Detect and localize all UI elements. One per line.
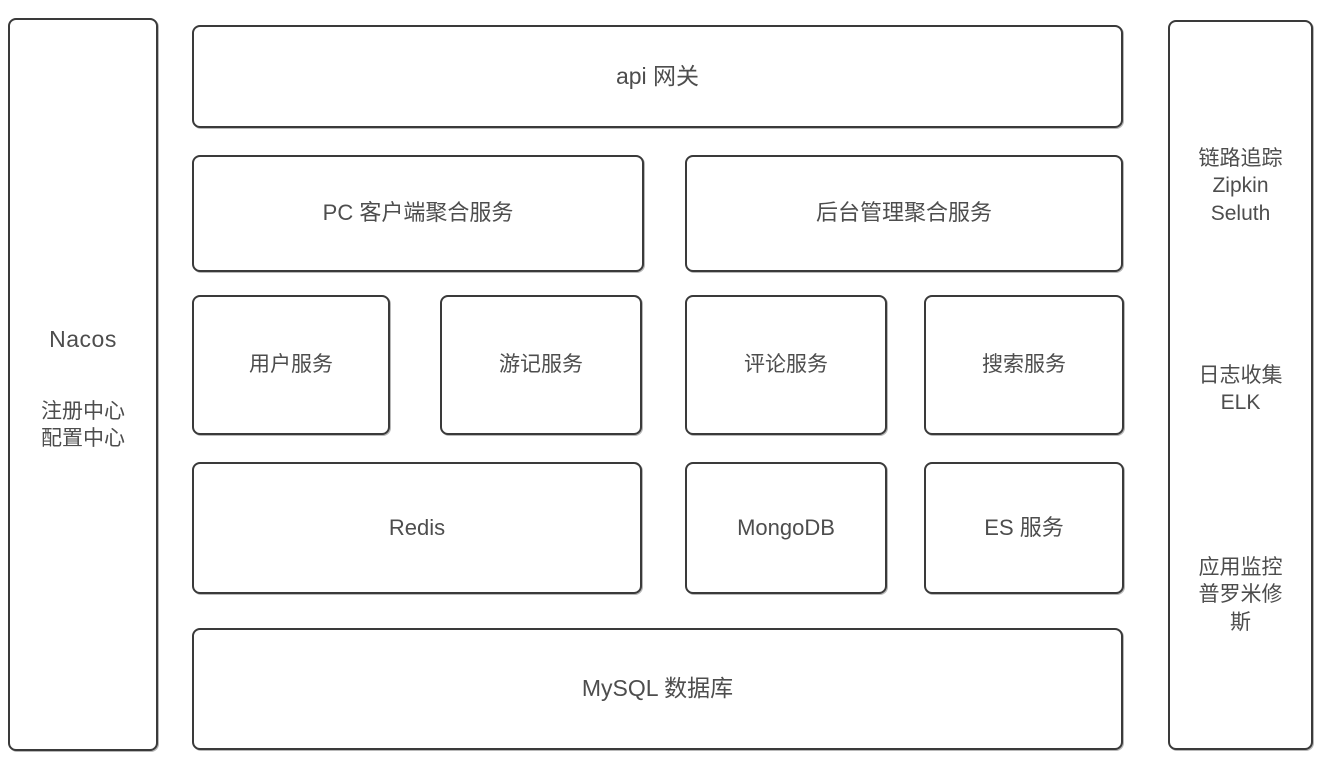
api-gateway-label: api 网关: [615, 62, 700, 89]
nacos-registry-label: 注册中心: [41, 400, 125, 423]
pc-client-aggregation-node[interactable]: PC 客户端聚合服务: [192, 155, 644, 272]
nacos-config-label: 配置中心: [41, 427, 125, 451]
logging-tool-elk: ELK: [1220, 391, 1261, 415]
tracing-title: 链路追踪: [1198, 147, 1283, 170]
monitoring-tool-prometheus-2: 斯: [1230, 610, 1251, 634]
redis-node[interactable]: Redis: [192, 462, 642, 594]
es-service-label: ES 服务: [984, 514, 1064, 540]
admin-aggregation-node[interactable]: 后台管理聚合服务: [685, 155, 1123, 272]
mongodb-label: MongoDB: [737, 514, 835, 540]
user-service-node[interactable]: 用户服务: [192, 295, 390, 435]
tracing-tool-zipkin: Zipkin: [1212, 174, 1269, 198]
logging-block: 日志收集 ELK: [1170, 362, 1311, 417]
mysql-database-node[interactable]: MySQL 数据库: [192, 628, 1123, 750]
nacos-subtitle-block: 注册中心 配置中心: [10, 398, 156, 453]
mysql-database-label: MySQL 数据库: [581, 675, 734, 702]
comment-service-label: 评论服务: [744, 352, 828, 376]
user-service-label: 用户服务: [249, 352, 333, 376]
tracing-tool-seluth: Seluth: [1210, 201, 1271, 225]
redis-label: Redis: [388, 514, 446, 540]
nacos-panel[interactable]: Nacos 注册中心 配置中心: [8, 18, 158, 751]
search-service-node[interactable]: 搜索服务: [924, 295, 1124, 435]
monitoring-tool-prometheus-1: 普罗米修: [1198, 583, 1283, 607]
observability-panel[interactable]: 链路追踪 Zipkin Seluth 日志收集 ELK 应用监控 普罗米修 斯: [1168, 20, 1313, 750]
logging-title: 日志收集: [1198, 364, 1283, 387]
pc-client-aggregation-label: PC 客户端聚合服务: [322, 200, 514, 226]
admin-aggregation-label: 后台管理聚合服务: [815, 200, 992, 226]
travel-note-service-node[interactable]: 游记服务: [440, 295, 642, 435]
nacos-title: Nacos: [49, 326, 117, 352]
monitoring-title: 应用监控: [1198, 556, 1283, 579]
tracing-block: 链路追踪 Zipkin Seluth: [1170, 145, 1311, 227]
es-service-node[interactable]: ES 服务: [924, 462, 1124, 594]
api-gateway-node[interactable]: api 网关: [192, 25, 1123, 128]
comment-service-node[interactable]: 评论服务: [685, 295, 887, 435]
mongodb-node[interactable]: MongoDB: [685, 462, 887, 594]
monitoring-block: 应用监控 普罗米修 斯: [1170, 554, 1311, 636]
travel-note-service-label: 游记服务: [499, 352, 583, 376]
nacos-title-block: Nacos: [10, 325, 156, 355]
search-service-label: 搜索服务: [982, 352, 1066, 376]
